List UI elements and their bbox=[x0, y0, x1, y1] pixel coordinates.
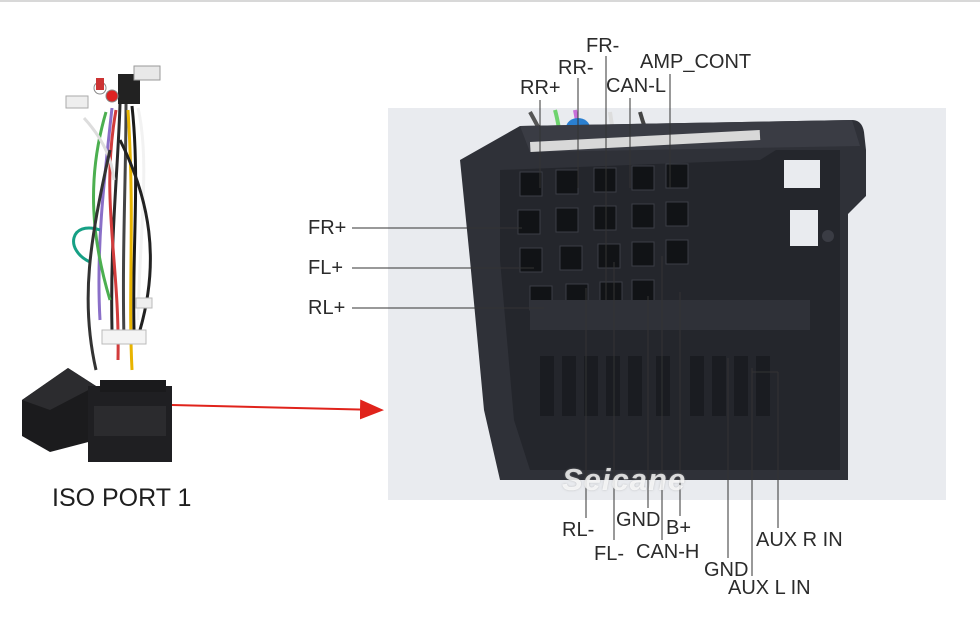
label-aux-r-in: AUX R IN bbox=[756, 529, 843, 551]
watermark-logo: Seicane bbox=[562, 462, 687, 497]
label-amp-cont: AMP_CONT bbox=[640, 51, 752, 73]
label-rl-minus: RL- bbox=[562, 519, 595, 541]
wiring-harness-image bbox=[22, 65, 172, 462]
leader-lines bbox=[352, 56, 779, 576]
label-can-h: CAN-H bbox=[636, 541, 700, 563]
label-gnd-2: GND bbox=[704, 559, 749, 581]
label-gnd-1: GND bbox=[616, 509, 661, 531]
label-b-plus: B+ bbox=[666, 517, 692, 539]
harness-caption: ISO PORT 1 bbox=[52, 484, 192, 512]
label-rl-plus: RL+ bbox=[308, 297, 346, 319]
label-aux-l-in: AUX L IN bbox=[728, 577, 811, 599]
top-divider bbox=[0, 0, 980, 2]
label-fl-minus: FL- bbox=[594, 543, 624, 565]
label-rr-minus: RR- bbox=[558, 57, 594, 79]
label-fr-plus: FR+ bbox=[308, 217, 347, 239]
label-can-l: CAN-L bbox=[606, 75, 667, 97]
label-fr-minus: FR- bbox=[586, 35, 620, 57]
connector-image bbox=[388, 108, 946, 500]
label-fl-plus: FL+ bbox=[308, 257, 344, 279]
label-rr-plus: RR+ bbox=[520, 77, 561, 99]
red-arrow bbox=[171, 399, 384, 420]
